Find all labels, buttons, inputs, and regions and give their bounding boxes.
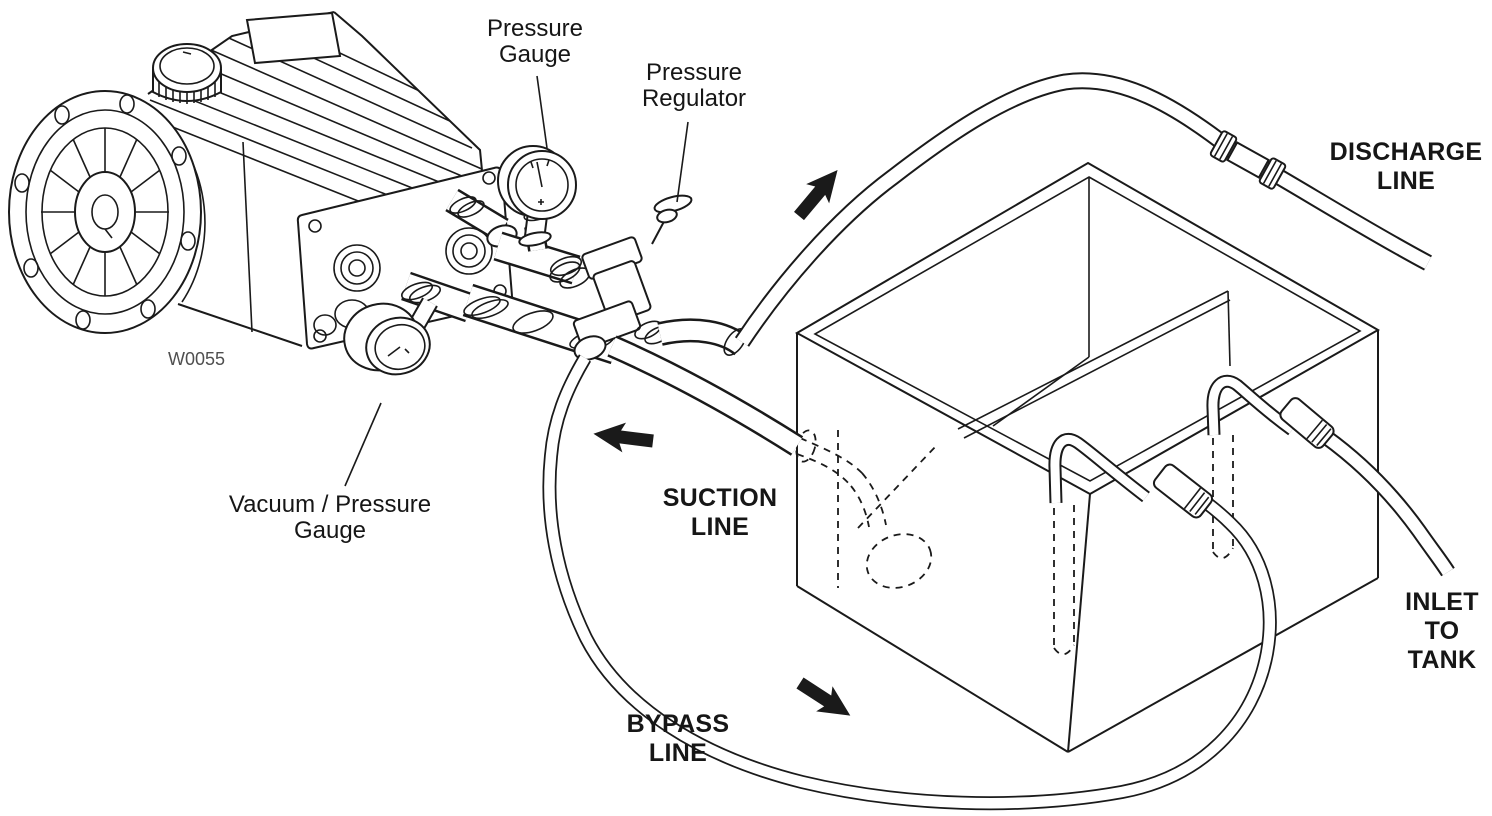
flange-bolt-holes <box>14 94 196 330</box>
inlet-hose <box>1321 430 1455 577</box>
discharge-hose <box>734 72 1432 347</box>
discharge-elbow <box>657 318 750 356</box>
motor-nameplate <box>245 11 342 65</box>
figure-code: W0055 <box>168 349 226 369</box>
bypass-hose-fitting <box>1152 463 1214 519</box>
suction-hose <box>607 335 804 456</box>
motor-flange <box>8 90 202 334</box>
discharge-line-label: DISCHARGE LINE <box>1329 138 1483 195</box>
bypass-standpipe <box>1048 432 1150 504</box>
tank-baffle <box>957 290 1231 439</box>
bypass-hose <box>542 354 1277 811</box>
bypass-flow-arrow <box>791 670 859 729</box>
vacuum-pressure-gauge-label: Vacuum / Pressure Gauge <box>228 491 432 545</box>
bypass-line-label: BYPASS LINE <box>626 710 730 767</box>
suction-inlet-hidden <box>795 429 933 589</box>
leader-lines <box>344 75 689 487</box>
discharge-hose-coupling <box>1209 130 1287 190</box>
gauge-needle <box>536 161 543 188</box>
tank <box>794 161 1381 753</box>
pressure-gauge <box>497 145 577 247</box>
inlet-hose-fitting <box>1279 397 1335 449</box>
fan-spokes <box>41 128 169 296</box>
inlet-standpipe <box>1206 374 1296 436</box>
pressure-regulator-leader <box>676 121 689 203</box>
suction-line-label: SUCTION LINE <box>662 484 778 541</box>
gauge-needle <box>387 346 401 357</box>
vacuum-gauge-leader <box>344 402 382 487</box>
discharge-manifold <box>445 188 583 285</box>
inlet-to-tank-label: INLET TO TANK <box>1405 588 1479 674</box>
suction-flow-arrow <box>591 418 655 456</box>
pressure-gauge-label: Pressure Gauge <box>486 15 584 69</box>
pressure-regulator <box>549 194 693 361</box>
pressure-gauge-leader <box>536 75 548 149</box>
motor-cap-knob <box>152 43 222 104</box>
pressure-regulator-label: Pressure Regulator <box>641 59 747 113</box>
vacuum-pressure-gauge <box>343 302 431 376</box>
